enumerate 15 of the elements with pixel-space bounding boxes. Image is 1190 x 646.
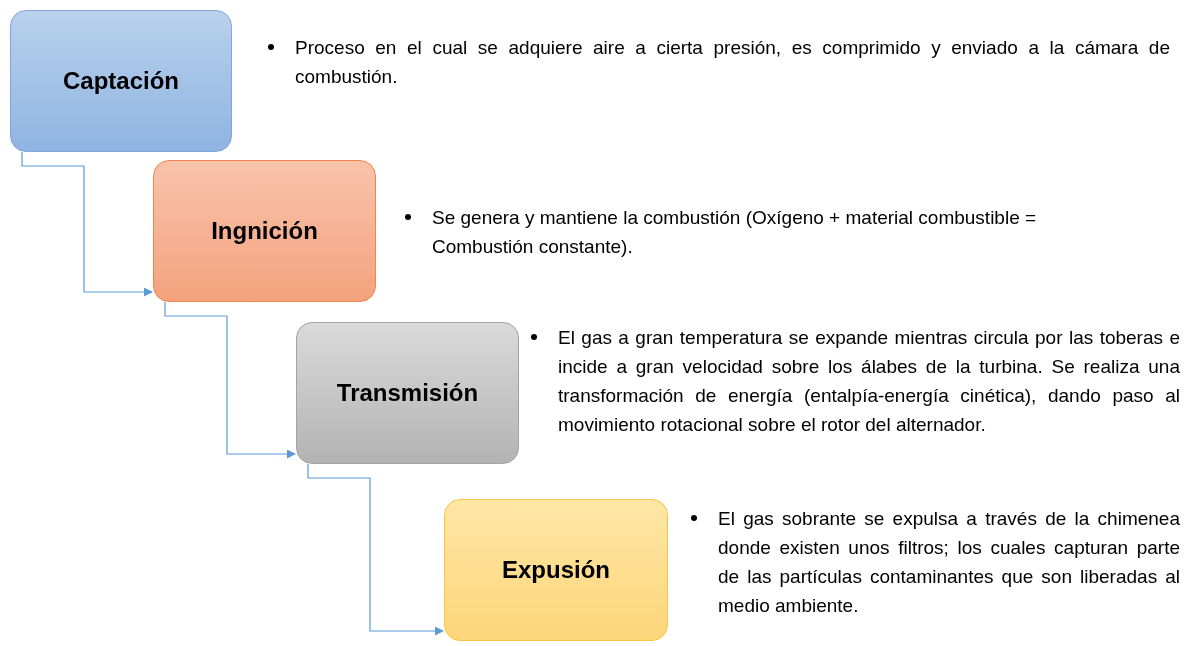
elbow-arrow (307, 463, 444, 636)
elbow-arrow (164, 301, 296, 459)
process-box (296, 322, 519, 464)
description-text: Proceso en el cual se adquiere aire a cierta presión, es comprimido y enviado a la cámara de combustión. (295, 37, 1170, 87)
step-title: Transmisión (336, 379, 479, 407)
step-title: Ingnición (211, 217, 318, 245)
step-title: Captación (63, 67, 179, 95)
process-box (444, 499, 668, 641)
process-box (10, 10, 232, 152)
elbow-arrow (21, 151, 153, 297)
description-text: El gas a gran temperatura se expande mientras circula por las toberas e incide a gran velocidad sobre los álabes de la turbina. Se realiza una transformación de energía (entalpía-energía cinética), dando paso al movimiento rotacional sobre el rotor del alternador. (558, 327, 1180, 435)
description-text: El gas sobrante se expulsa a través de la chimenea donde existen unos filtros; los cuales capturan parte de las partículas contaminantes que son liberadas al medio ambiente. (718, 508, 1180, 616)
description-text: Se genera y mantiene la combustión (Oxígeno + material combustible = Combustión constante). (432, 207, 1037, 257)
step-title: Expusión (502, 556, 610, 584)
process-box (153, 160, 376, 302)
